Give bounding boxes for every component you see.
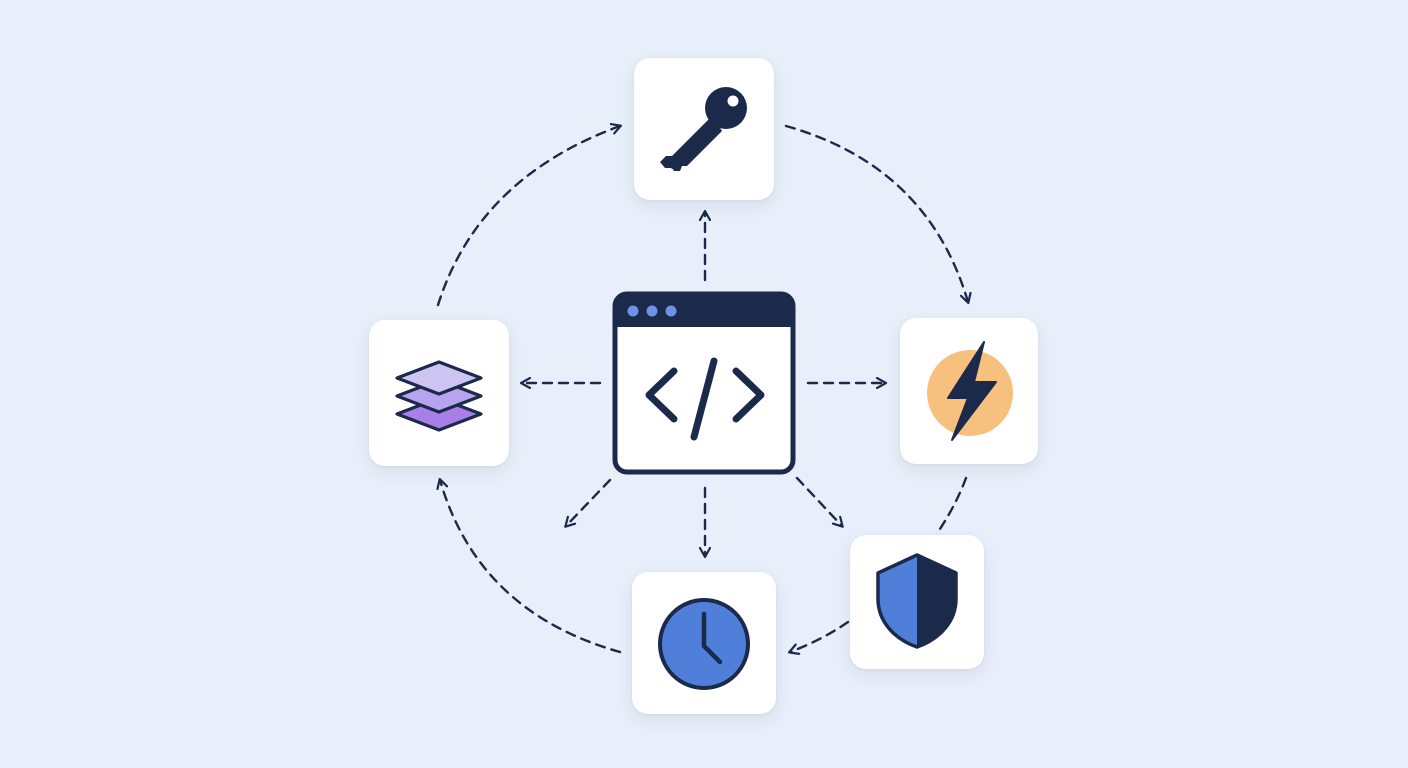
layers-icon (395, 360, 483, 432)
lightning-bolt-icon (927, 341, 1013, 441)
shield-card[interactable] (850, 535, 984, 669)
arrow-center-down-left (566, 478, 612, 526)
arrow-center-down-right (795, 476, 842, 526)
clock-icon (658, 598, 750, 690)
arc-clock-to-layers (440, 480, 622, 654)
arc-layers-to-key (436, 126, 620, 307)
clock-card[interactable] (632, 572, 776, 714)
key-icon (660, 87, 747, 171)
code-window-icon (612, 291, 796, 475)
bolt-card[interactable] (900, 318, 1038, 464)
shield-icon (876, 553, 958, 649)
layers-card[interactable] (369, 320, 509, 466)
code-window[interactable] (612, 291, 796, 475)
arc-key-to-bolt (784, 124, 968, 302)
key-card[interactable] (634, 58, 774, 200)
arc-bolt-to-shield (936, 476, 968, 534)
arc-shield-to-clock (790, 620, 850, 652)
